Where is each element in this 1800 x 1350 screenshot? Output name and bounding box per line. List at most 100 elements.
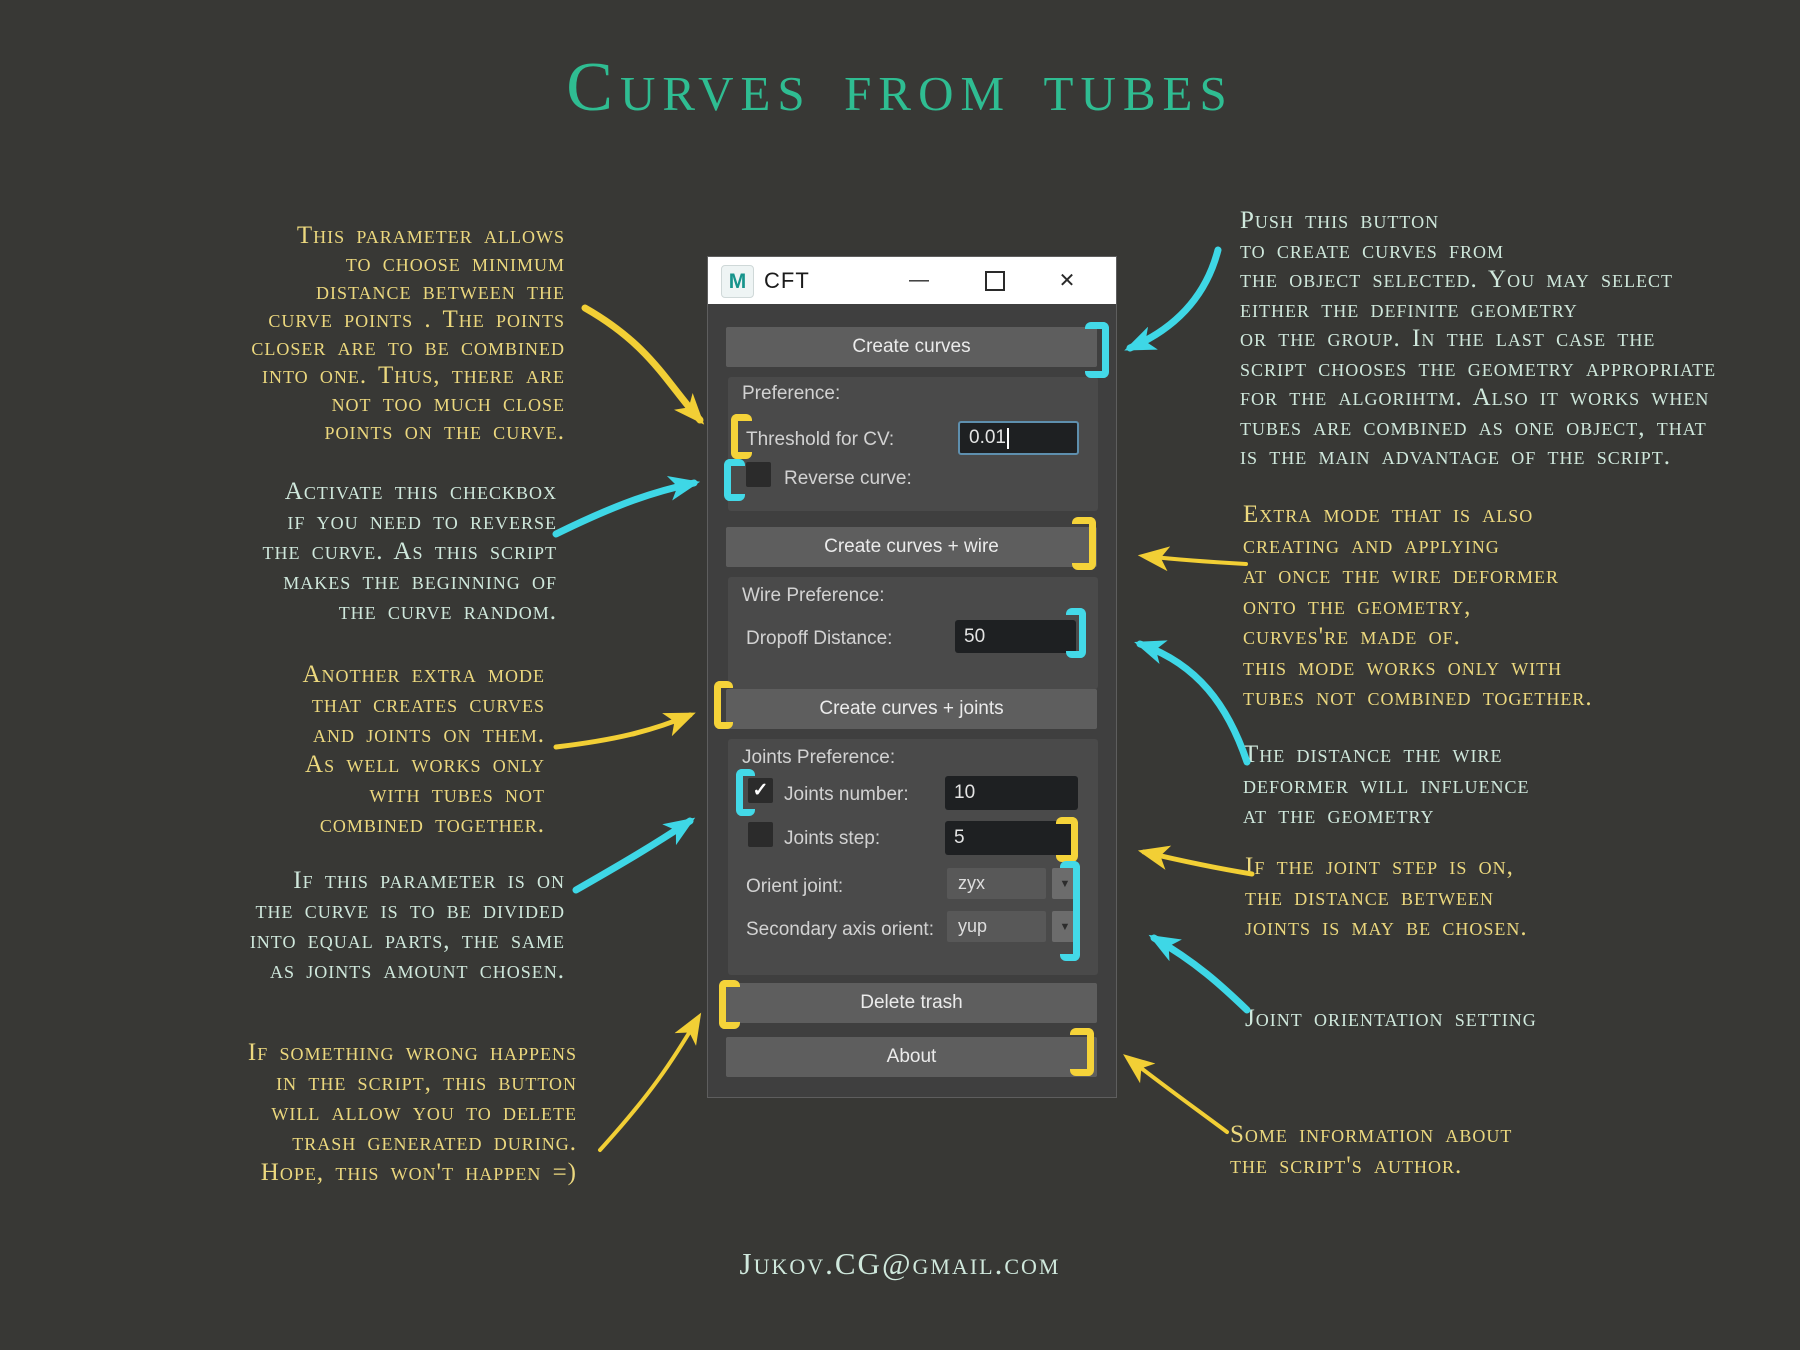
annotation-wire-mode-note: Extra mode that is also creating and app… [1243,500,1593,714]
annotation-line: this mode works only with [1243,653,1563,681]
annotation-line: the distance between [1245,883,1495,911]
annotation-line: As well works only [305,751,545,778]
minimize-button[interactable]: — [909,269,929,291]
annotation-line: into one. Thus, there are [262,362,565,389]
dropoff-distance-input[interactable]: 50 [955,620,1076,653]
annotation-line: Another extra mode [302,661,545,688]
annotation-line: to choose minimum [345,250,565,277]
arrow-delete-trash [598,1012,702,1152]
annotation-line: makes the beginning of [283,568,557,595]
annotation-line: either the definite geometry [1240,295,1578,323]
annotation-line: If this parameter is on [293,867,565,894]
bracket-delete-trash [719,980,740,1029]
reverse-curve-label: Reverse curve: [784,468,912,489]
close-button[interactable]: ✕ [1058,270,1076,292]
annotation-line: with tubes not [369,781,545,808]
annotation-reverse-note: Activate this checkbox if you need to re… [262,477,557,627]
annotation-line: Hope, this won't happen =) [260,1159,577,1186]
annotation-line: script chooses the geometry appropriate [1240,354,1717,382]
preference-section-label: Preference: [742,383,841,404]
joints-number-input[interactable]: 10 [945,776,1078,810]
joints-number-label: Joints number: [784,784,909,805]
threshold-input[interactable]: 0.01 [958,421,1079,455]
author-email: Jukov.CG@gmail.com [739,1246,1061,1281]
secondary-axis-label: Secondary axis orient: [746,919,934,940]
joints-step-checkbox[interactable] [748,822,773,847]
arrow-orient-dropdowns [1148,934,1251,1014]
create-curves-wire-button[interactable]: Create curves + wire [726,527,1097,567]
orient-joint-dropdown[interactable]: zyx [947,868,1046,899]
annotation-line: If something wrong happens [247,1039,577,1066]
annotation-line: If the joint step is on, [1245,853,1514,880]
annotation-line: the curve is to be divided [255,897,565,924]
window-title: CFT [764,268,810,293]
annotation-line: Activate this checkbox [284,478,557,505]
annotation-line: the script's author. [1230,1151,1463,1179]
create-curves-joints-button[interactable]: Create curves + joints [726,689,1097,729]
annotation-delete-trash-note: If something wrong happens in the script… [248,1038,577,1188]
annotation-line: into equal parts, the same [249,927,565,954]
annotation-about-note: Some information about the script's auth… [1230,1120,1512,1181]
annotation-line: joints is may be chosen. [1245,914,1528,941]
annotation-line: for the algorihtm. Also it works when [1240,384,1710,411]
bracket-create-wire [1072,517,1096,570]
annotation-line: Push this button [1240,207,1440,234]
annotation-line: at the geometry [1243,802,1435,829]
bracket-dropoff [1066,608,1086,658]
annotation-line: points on the curve. [324,418,565,445]
annotation-line: closer are to be combined [251,334,565,361]
joints-step-input[interactable]: 5 [945,821,1078,855]
bracket-reverse-curve [724,459,745,501]
create-curves-button[interactable]: Create curves [726,327,1097,367]
annotation-line: that creates curves [311,691,545,718]
annotation-line: in the script, this button [276,1069,577,1096]
page-title: Curves from tubes [566,49,1234,126]
orient-joint-label: Orient joint: [746,876,844,897]
arrow-create-joints [553,712,696,750]
annotation-line: or the group. In the last case the [1240,325,1656,352]
annotation-line: and joints on them. [313,721,545,748]
annotation-line: trash generated during. [292,1129,577,1156]
bracket-about [1070,1028,1094,1076]
text-cursor [1006,427,1009,449]
chevron-down-icon: ▼ [1059,920,1071,933]
annotation-line: tubes are combined as one object, that [1240,413,1707,441]
annotation-line: Extra mode that is also [1243,501,1534,528]
cft-window: M CFT — ✕ Create curves Preference: Thre… [707,256,1117,1098]
delete-trash-button[interactable]: Delete trash [726,983,1097,1023]
annotation-joints-mode-note: Another extra mode that creates curves a… [302,660,545,840]
annotation-line: Joint orientation setting [1245,1005,1537,1032]
annotation-line: combined together. [319,811,545,838]
arrow-joints-number [572,817,696,894]
arrow-create-curves [1124,246,1222,352]
about-button[interactable]: About [726,1037,1097,1077]
bracket-threshold [731,414,752,459]
arrow-about [1123,1054,1229,1134]
annotation-line: if you need to reverse [287,508,557,535]
annotation-line: creating and applying [1243,531,1500,559]
arrow-threshold [581,304,705,425]
annotation-joints-number-note: If this parameter is on the curve is to … [250,866,565,986]
arrow-create-wire [1137,546,1248,572]
annotation-dropoff-note: The distance the wire deformer will infl… [1243,740,1529,832]
annotation-line: is the main advantage of the script. [1240,443,1671,470]
annotation-line: will allow you to delete [271,1099,577,1126]
reverse-curve-checkbox[interactable] [746,462,771,487]
annotation-line: curves're made of. [1243,623,1461,650]
annotation-line: This parameter allows [296,222,565,249]
annotation-line: not too much close [331,390,565,417]
joints-number-checkbox[interactable]: ✓ [748,778,773,803]
maximize-button[interactable] [972,257,1018,304]
annotation-line: the curve. As this script [262,538,557,565]
annotation-line: to create curves from [1240,236,1505,264]
annotation-line: tubes not combined together. [1243,684,1593,711]
annotation-line: distance between the [315,278,565,305]
annotation-orient-note: Joint orientation setting [1245,1005,1537,1033]
annotation-line: Some information about [1230,1121,1513,1148]
annotation-line: the curve random. [338,598,557,625]
joints-preference-section-label: Joints Preference: [742,747,896,768]
maya-icon: M [721,265,754,298]
annotation-threshold-note: This parameter allows to choose minimum … [251,222,565,446]
annotation-line: as joints amount chosen. [269,957,565,984]
secondary-axis-dropdown[interactable]: yup [947,911,1046,942]
